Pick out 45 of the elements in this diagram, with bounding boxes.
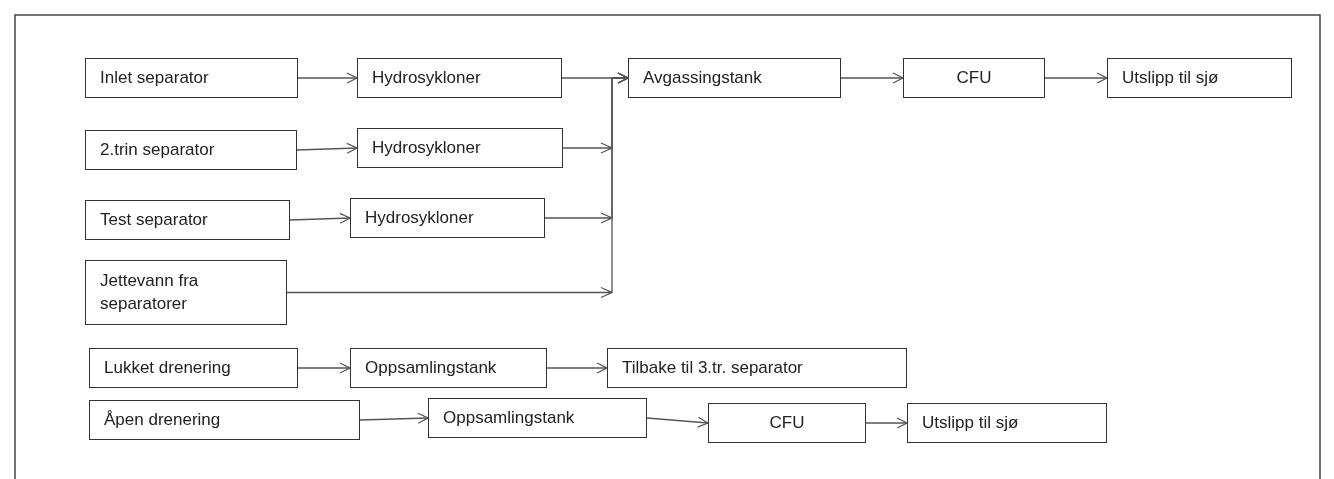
process-box	[85, 58, 298, 98]
box-label: Oppsamlingstank	[365, 356, 497, 379]
process-box	[85, 260, 287, 325]
process-box	[708, 403, 866, 443]
box-label: Oppsamlingstank	[443, 406, 575, 429]
arrow	[359, 412, 429, 424]
arrow	[840, 72, 904, 84]
box-label: CFU	[769, 411, 805, 434]
box-label: Åpen drenering	[104, 408, 221, 431]
box-label: Test separator	[100, 208, 208, 231]
process-box	[89, 400, 360, 440]
arrow	[546, 362, 608, 374]
arrow	[286, 72, 629, 299]
arrow	[865, 417, 908, 429]
box-label: Utslipp til sjø	[1122, 66, 1219, 89]
box-label: Utslipp til sjø	[922, 411, 1019, 434]
box-label: Tilbake til 3.tr. separator	[622, 356, 803, 379]
box-label: Jettevann fra separatorer	[100, 269, 200, 315]
box-label: CFU	[956, 66, 992, 89]
box-label: Hydrosykloner	[365, 206, 474, 229]
process-box	[903, 58, 1045, 98]
process-box	[907, 403, 1107, 443]
box-label: Avgassingstank	[643, 66, 762, 89]
process-box	[628, 58, 841, 98]
box-label: Hydrosykloner	[372, 136, 481, 159]
process-box	[350, 198, 545, 238]
arrow	[289, 212, 351, 224]
box-label: 2.trin separator	[100, 138, 215, 161]
process-box	[350, 348, 547, 388]
process-box	[85, 130, 297, 170]
process-box	[357, 128, 563, 168]
arrow	[296, 142, 358, 154]
box-label: Hydrosykloner	[372, 66, 481, 89]
process-box	[85, 200, 290, 240]
arrow	[1044, 72, 1108, 84]
process-box	[357, 58, 562, 98]
arrow	[297, 362, 351, 374]
process-box	[428, 398, 647, 438]
process-box	[89, 348, 298, 388]
arrow	[646, 416, 709, 428]
arrow	[297, 72, 358, 84]
box-label: Lukket drenering	[104, 356, 231, 379]
process-box	[607, 348, 907, 388]
box-label: Inlet separator	[100, 66, 209, 89]
process-box	[1107, 58, 1292, 98]
